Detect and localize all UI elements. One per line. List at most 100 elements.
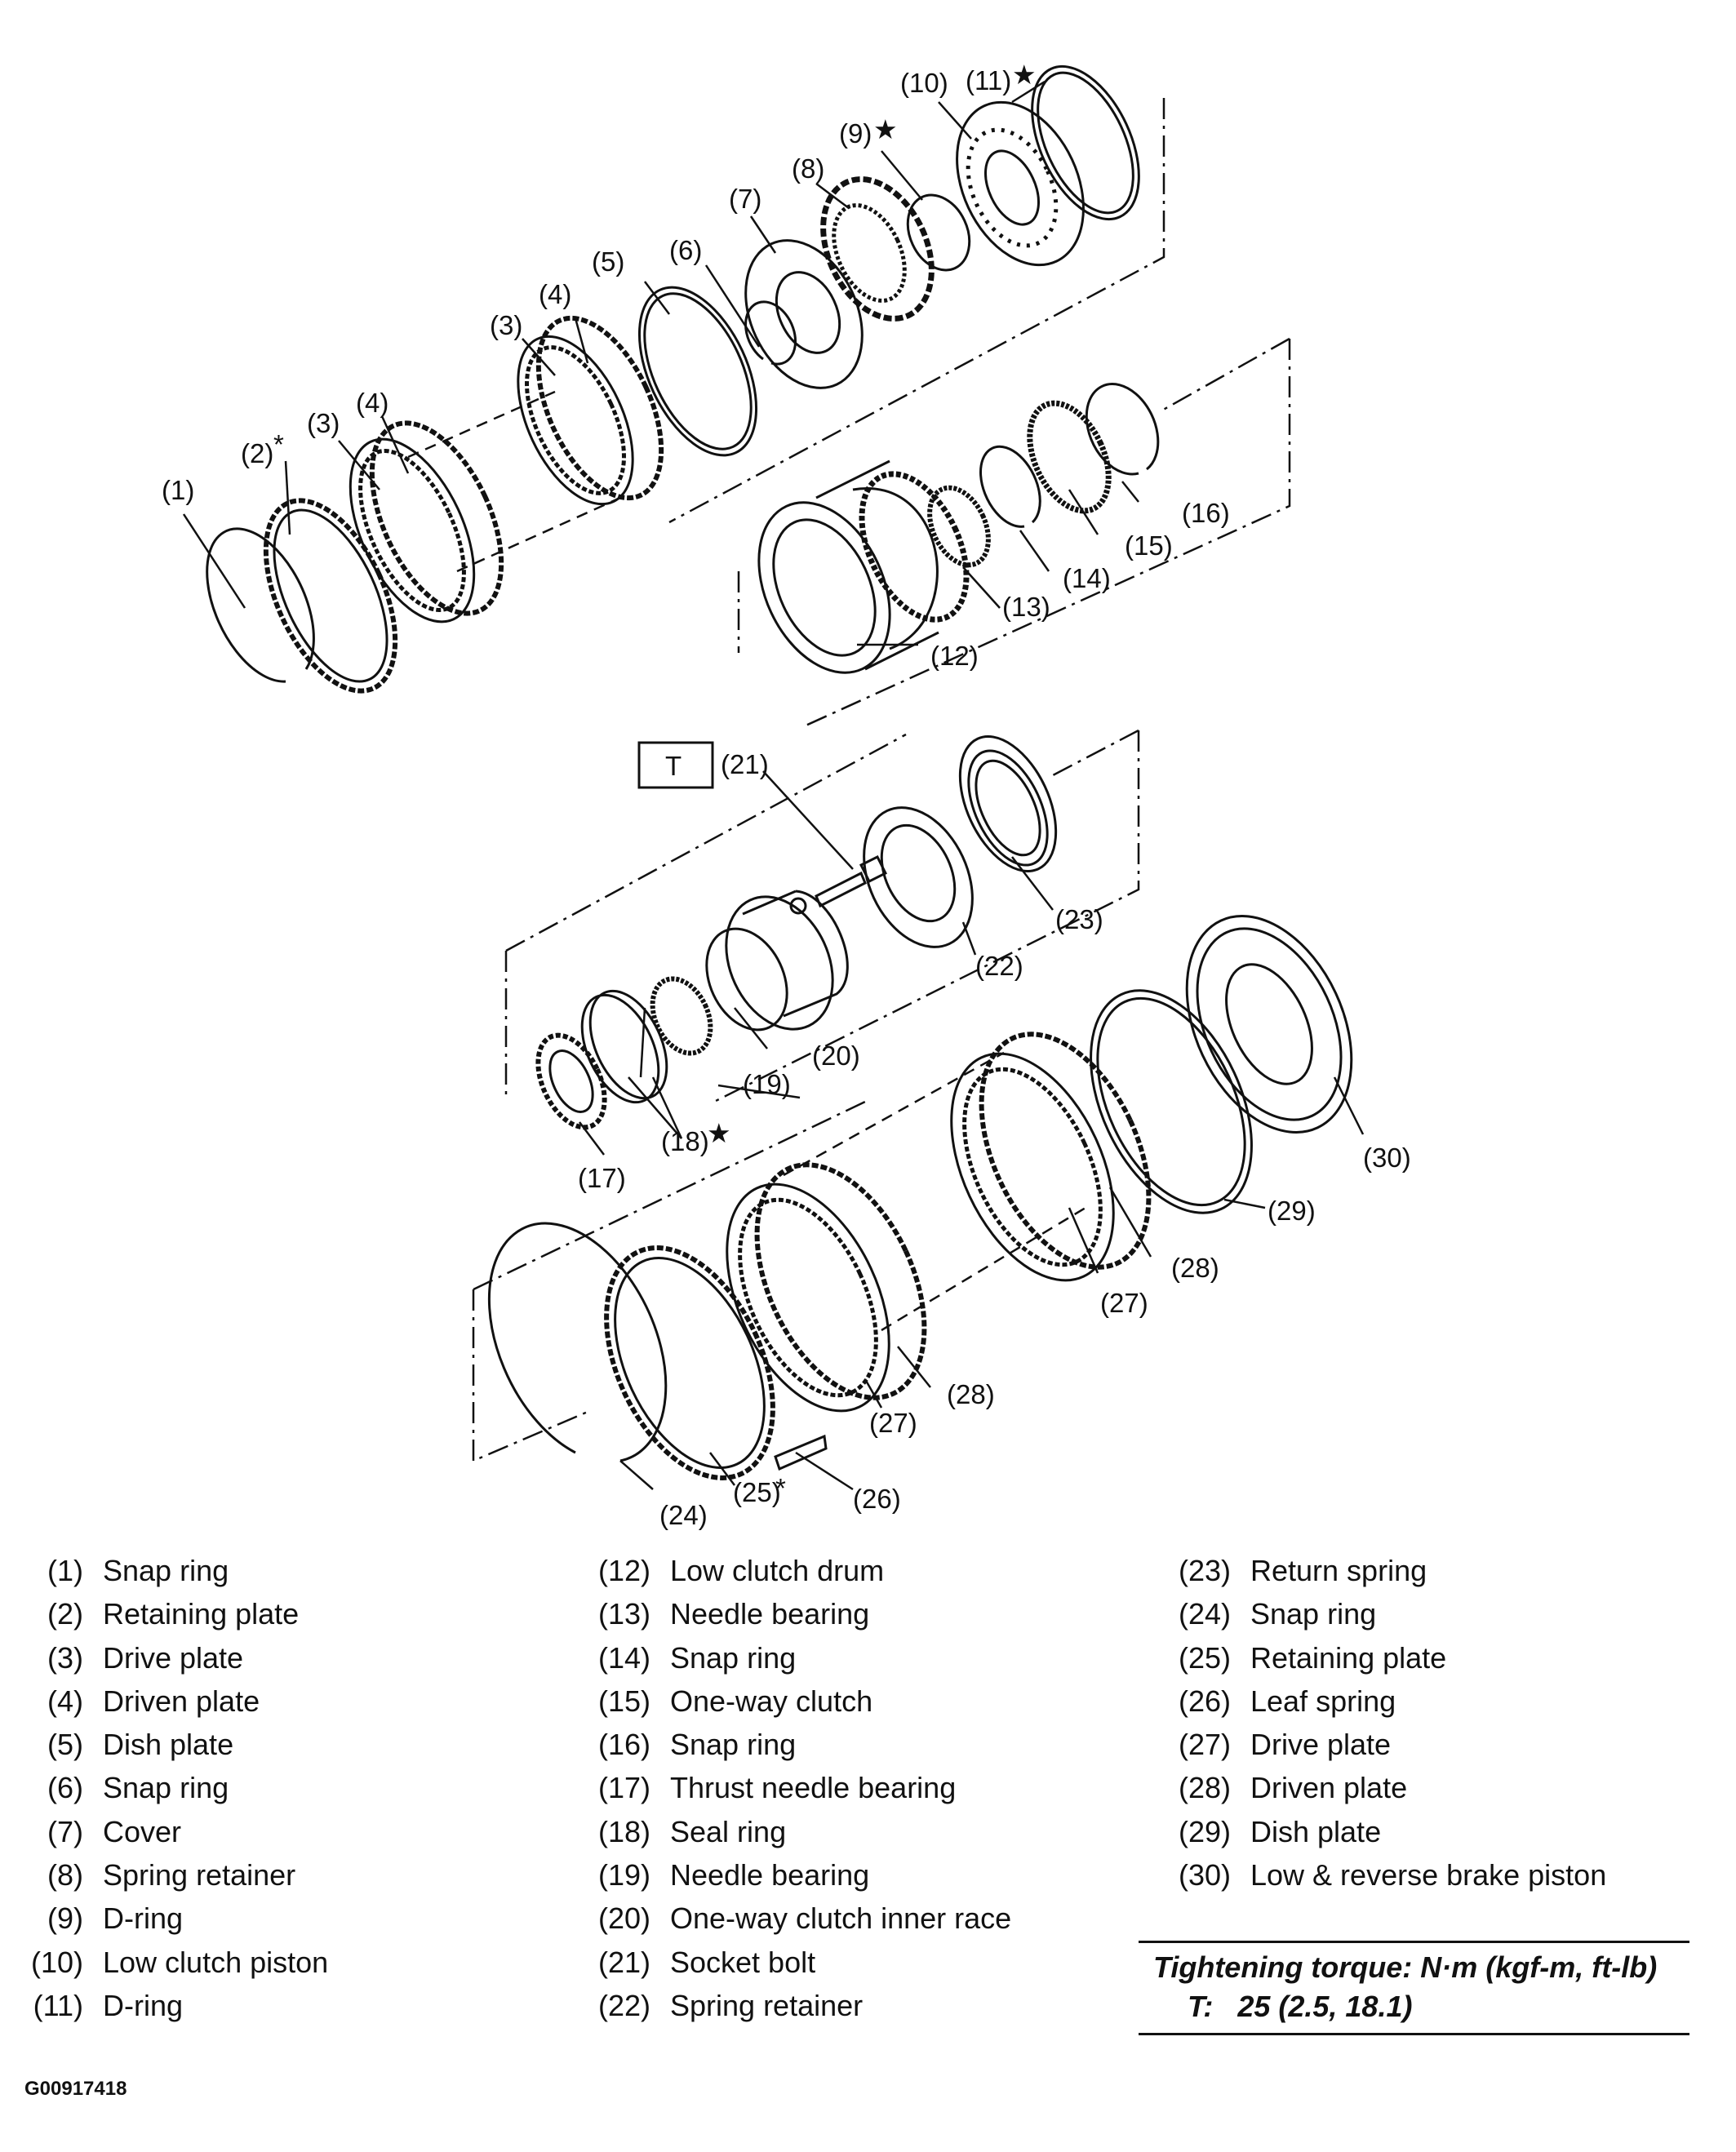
legend-num: (16) xyxy=(597,1728,650,1762)
legend-num: (5) xyxy=(47,1728,83,1762)
legend-num: (6) xyxy=(47,1771,83,1805)
callout-1: (1) xyxy=(162,475,194,505)
leader-lines xyxy=(182,80,1365,1491)
callout-3b: (3) xyxy=(490,310,522,340)
legend-item: (16)Snap ring xyxy=(592,1723,1011,1766)
legend-num: (26) xyxy=(1178,1684,1231,1718)
legend-num: (17) xyxy=(597,1771,650,1805)
legend-item: (6) Snap ring xyxy=(24,1766,328,1809)
callout-6: (6) xyxy=(669,235,702,265)
legend-num: (24) xyxy=(1178,1597,1231,1631)
needle-bearing-19 xyxy=(650,976,713,1056)
legend-item: (19) Needle bearing xyxy=(592,1853,1011,1897)
legend-column-3: (23) Return spring (24) Snap ring (25)Reta… xyxy=(1165,1549,1606,1897)
seal-ring-18 xyxy=(588,989,668,1100)
driven-plate-4 xyxy=(369,420,504,616)
callout-11: (11) xyxy=(966,65,1011,95)
legend-text: Cover xyxy=(103,1814,182,1848)
legend-num: (22) xyxy=(597,1988,650,2022)
legend-text: Return spring xyxy=(1250,1554,1427,1587)
legend-num: (7) xyxy=(47,1814,83,1848)
callout-28b: (28) xyxy=(1171,1253,1219,1283)
legend-item: (28)Driven plate xyxy=(1165,1766,1606,1809)
legend-text: Driven plate xyxy=(103,1684,260,1718)
legend-num: (2) xyxy=(47,1597,83,1631)
legend-num: (1) xyxy=(47,1554,83,1587)
callout-14: (14) xyxy=(1063,563,1111,593)
legend-text: Retaining plate xyxy=(1250,1640,1447,1675)
callout-23: (23) xyxy=(1055,904,1103,934)
callout-18: (18) xyxy=(661,1126,709,1156)
snap-ring-24 xyxy=(487,1222,668,1462)
legend-num: (9) xyxy=(47,1901,83,1936)
legend-text: Low & reverse brake piston xyxy=(1250,1858,1607,1892)
legend-text: Snap ring xyxy=(670,1640,797,1675)
callout-labels: (1) (2) * (3) (4) (3) (4) (5) (6) (7) (8… xyxy=(162,60,1411,1530)
callout-24: (24) xyxy=(659,1500,708,1530)
retaining-plate-25 xyxy=(604,1245,775,1480)
legend-item: (30)Low & reverse brake piston xyxy=(1165,1853,1606,1897)
legend-num: (3) xyxy=(47,1640,83,1675)
legend-item: (4) Driven plate xyxy=(24,1679,328,1723)
legend-item: (8)Spring retainer xyxy=(24,1853,328,1897)
legend-item: (18)Seal ring xyxy=(592,1810,1011,1853)
callout-22: (22) xyxy=(975,951,1023,981)
assembly-guide-lines xyxy=(472,98,1291,1462)
callout-29: (29) xyxy=(1268,1196,1316,1226)
snap-ring-16 xyxy=(1085,383,1160,476)
legend-text: Drive plate xyxy=(1250,1728,1392,1762)
snap-ring-1 xyxy=(206,527,315,683)
dish-plate-29 xyxy=(1090,989,1253,1214)
one-way-clutch-15 xyxy=(1027,400,1112,514)
legend-text: One-way clutch inner race xyxy=(670,1901,1012,1936)
legend-num: (4) xyxy=(47,1684,83,1718)
legend-item: (25)Retaining plate xyxy=(1165,1636,1606,1679)
legend-text: Snap ring xyxy=(103,1771,229,1805)
callout-5: (5) xyxy=(592,246,624,277)
callout-13: (13) xyxy=(1002,592,1050,622)
inner-race-20 xyxy=(705,927,788,1032)
callout-17: (17) xyxy=(578,1163,626,1193)
legend-text: Leaf spring xyxy=(1250,1684,1396,1718)
legend-text: Needle bearing xyxy=(670,1597,870,1631)
legend-text: Dish plate xyxy=(103,1728,234,1762)
legend-text: Socket bolt xyxy=(670,1945,816,1979)
legend-num: (19) xyxy=(597,1858,650,1892)
legend-text: D-ring xyxy=(103,1988,184,2022)
plate-stack-dashed-lines xyxy=(407,390,1086,1332)
callout-8: (8) xyxy=(792,153,824,184)
legend-text: Needle bearing xyxy=(670,1858,870,1892)
legend-item: (23) Return spring xyxy=(1165,1549,1606,1592)
callout-30: (30) xyxy=(1363,1143,1411,1173)
callout-15: (15) xyxy=(1125,530,1173,561)
legend-text: Snap ring xyxy=(1250,1597,1377,1631)
legend-text: Drive plate xyxy=(103,1640,244,1675)
legend-item: (14)Snap ring xyxy=(592,1636,1011,1679)
legend-item: (26) Leaf spring xyxy=(1165,1679,1606,1723)
star-9: ★ xyxy=(873,114,898,144)
legend-num: (12) xyxy=(597,1554,650,1587)
legend-item: (10)Low clutch piston xyxy=(24,1941,328,1984)
legend-text: Snap ring xyxy=(103,1554,229,1587)
thrust-needle-bearing-17 xyxy=(535,1032,607,1130)
legend-num: (29) xyxy=(1178,1814,1231,1848)
legend-text: Spring retainer xyxy=(103,1858,296,1892)
callout-28a: (28) xyxy=(947,1379,995,1409)
callout-19: (19) xyxy=(743,1069,791,1099)
legend-item: (29)Dish plate xyxy=(1165,1810,1606,1853)
snap-ring-6 xyxy=(744,300,797,366)
legend-text: D-ring xyxy=(103,1901,184,1936)
callout-27a: (27) xyxy=(869,1408,917,1438)
legend-text: Seal ring xyxy=(670,1814,787,1848)
legend-num: (23) xyxy=(1178,1554,1231,1587)
callout-7: (7) xyxy=(729,184,761,214)
brake-piston-30 xyxy=(1185,915,1353,1134)
callout-12: (12) xyxy=(930,641,979,671)
legend-num: (20) xyxy=(597,1901,650,1936)
legend-item: (22)Spring retainer xyxy=(592,1984,1011,2027)
spring-retainer-22 xyxy=(863,806,974,948)
leaf-spring-26 xyxy=(774,1434,828,1471)
legend-item: (2)Retaining plate xyxy=(24,1592,328,1635)
legend-num: (28) xyxy=(1178,1771,1231,1805)
exploded-view-diagram: (1) (2) * (3) (4) (3) (4) (5) (6) (7) (8… xyxy=(162,60,1411,1530)
